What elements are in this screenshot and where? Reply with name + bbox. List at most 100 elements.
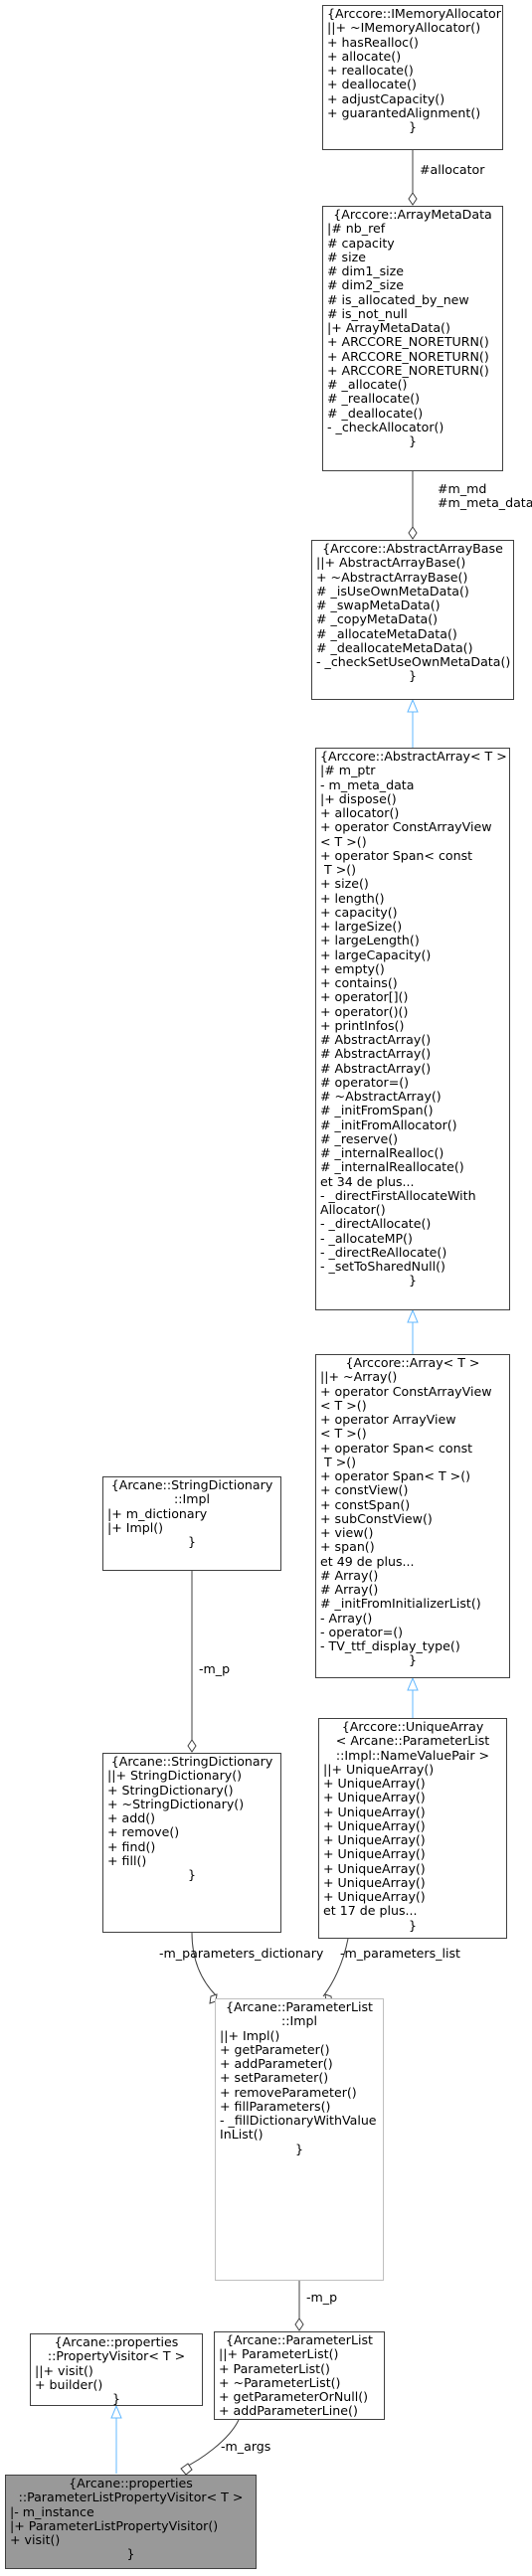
- class-closing-brace: }: [408, 1273, 417, 1288]
- edge-sd-plimpl: [191, 1932, 218, 1997]
- class-member: et 34 de plus...: [320, 1173, 415, 1189]
- class-member: + constView(): [320, 1482, 409, 1498]
- class-member: + fillParameters(): [219, 2418, 380, 2419]
- class-closing-brace: }: [187, 1867, 196, 1882]
- class-member: |+ ArrayMetaData(): [327, 320, 450, 335]
- class-title-line: {Arccore::IMemoryAllocator: [327, 6, 501, 21]
- inherit-arrow-visitor: [110, 2404, 122, 2419]
- class-member: # Array(): [320, 1567, 379, 1583]
- class-member: # _reallocate(): [327, 391, 421, 407]
- class-member: # _internalReallocate(): [320, 1159, 464, 1175]
- edge-label-m-p-pl: -m_p: [306, 2290, 338, 2305]
- class-unique-array[interactable]: {Arccore::UniqueArray< Arcane::Parameter…: [318, 1718, 507, 1939]
- class-closing-brace: }: [408, 1652, 417, 1668]
- class-member: - _allocateMP(): [320, 1230, 413, 1246]
- class-member: # is_allocated_by_new: [327, 291, 469, 307]
- class-member: - _directAllocate(): [320, 1216, 432, 1232]
- class-member: InList(): [220, 2127, 264, 2143]
- diamond-plvisitor: [180, 2463, 193, 2476]
- class-member: - Array(): [320, 1610, 373, 1626]
- class-member: - m_meta_data: [320, 776, 415, 792]
- class-closing-brace: }: [126, 2546, 135, 2562]
- class-member: + contains(): [320, 975, 398, 990]
- class-member: # _internalRealloc(): [320, 1145, 444, 1160]
- class-property-visitor[interactable]: {Arcane::properties::PropertyVisitor< T …: [30, 2333, 203, 2406]
- class-member: + visit(): [10, 2532, 61, 2547]
- class-parameter-list[interactable]: {Arcane::ParameterList||+ ParameterList(…: [214, 2331, 385, 2420]
- class-title-line: {Arccore::ArrayMetaData: [333, 207, 492, 222]
- class-closing-brace: }: [408, 1917, 417, 1933]
- class-member: # AbstractArray(): [320, 1046, 432, 1062]
- class-member: + UniqueArray(): [323, 1889, 426, 1904]
- class-member: + operator Span< T >(): [320, 1468, 471, 1483]
- class-member: + UniqueArray(): [323, 1846, 426, 1862]
- class-member: + UniqueArray(): [323, 1832, 426, 1847]
- class-title-line: ::ParameterListPropertyVisitor< T >: [18, 2490, 244, 2505]
- class-member: # _initFromAllocator(): [320, 1116, 457, 1132]
- class-member: + addParameter(): [220, 2056, 333, 2071]
- inherit-arrow-absarray: [407, 1308, 419, 1323]
- class-member: - TV_ttf_display_type(): [320, 1638, 460, 1653]
- class-title-line: {Arccore::UniqueArray: [341, 1719, 484, 1734]
- diamond-pl: [294, 2318, 304, 2331]
- class-member: + operator()(): [320, 1003, 409, 1019]
- class-member: - operator=(): [320, 1624, 404, 1639]
- class-member: + UniqueArray(): [323, 1790, 426, 1805]
- class-member: + adjustCapacity(): [327, 90, 445, 106]
- class-title-line: {Arcane::properties: [54, 2334, 179, 2349]
- class-imemory-allocator[interactable]: {Arccore::IMemoryAllocator||+ ~IMemoryAl…: [322, 5, 503, 150]
- class-member: + remove(): [107, 1824, 180, 1840]
- class-member: + operator[](): [320, 989, 409, 1005]
- class-member: + ParameterList(): [219, 2360, 330, 2376]
- class-title-line: {Arccore::AbstractArray< T >: [320, 749, 507, 764]
- class-member: - _directFirstAllocateWith: [320, 1187, 476, 1203]
- class-member: |+ ParameterListPropertyVisitor(): [10, 2517, 219, 2533]
- class-title-line: {Arcane::StringDictionary: [110, 1477, 273, 1492]
- class-member: |# m_ptr: [320, 763, 376, 778]
- class-member: ||+ UniqueArray(): [323, 1761, 435, 1777]
- class-member: ||+ StringDictionary(): [107, 1768, 243, 1784]
- edge-label-m-p-sd: -m_p: [199, 1661, 231, 1676]
- class-title-line: ::Impl: [174, 1491, 210, 1507]
- class-member: # dim2_size: [327, 277, 405, 293]
- class-member: + UniqueArray(): [323, 1776, 426, 1791]
- class-array-meta-data[interactable]: {Arccore::ArrayMetaData|# nb_ref# capaci…: [322, 206, 503, 471]
- class-string-dictionary-impl[interactable]: {Arcane::StringDictionary::Impl|+ m_dict…: [102, 1476, 281, 1571]
- class-member: + getParameterOrNull(): [219, 2389, 369, 2404]
- class-member: ||+ visit(): [35, 2362, 93, 2378]
- class-member: Allocator(): [320, 1202, 386, 1217]
- class-string-dictionary[interactable]: {Arcane::StringDictionary||+ StringDicti…: [102, 1753, 281, 1933]
- edge-label-m-args: -m_args: [221, 2439, 271, 2454]
- class-parameter-list-impl[interactable]: {Arcane::ParameterList::Impl||+ Impl()+ …: [215, 1998, 384, 2281]
- class-member: |+ Impl(): [107, 1519, 164, 1535]
- class-member: # _deallocateMetaData(): [316, 639, 473, 655]
- class-member: < T >(): [320, 1397, 367, 1413]
- class-member: - _directReAllocate(): [320, 1244, 447, 1260]
- class-member: + span(): [320, 1539, 375, 1555]
- class-member: + size(): [320, 876, 369, 892]
- class-member: et 49 de plus...: [320, 1553, 415, 1569]
- class-member: ||+ ParameterList(): [219, 2346, 339, 2362]
- class-abstract-array[interactable]: {Arccore::AbstractArray< T >|# m_ptr- m_…: [315, 748, 510, 1310]
- class-member: + UniqueArray(): [323, 1860, 426, 1876]
- class-member: + reallocate(): [327, 63, 414, 78]
- class-array[interactable]: {Arccore::Array< T >||+ ~Array()+ operat…: [315, 1354, 510, 1678]
- class-member: + operator ConstArrayView: [320, 819, 492, 835]
- edge-unique-plimpl: [322, 1938, 349, 1997]
- class-member: # _initFromSpan(): [320, 1103, 434, 1118]
- class-member: + UniqueArray(): [323, 1803, 426, 1819]
- inherit-arrow-array: [407, 1676, 419, 1691]
- class-member: + largeCapacity(): [320, 946, 432, 962]
- class-member: + fillParameters(): [220, 2098, 331, 2114]
- class-member: |# nb_ref: [327, 221, 386, 237]
- class-member: + fill(): [107, 1852, 147, 1868]
- class-member: + constSpan(): [320, 1496, 411, 1512]
- class-title-line: {Arcane::ParameterList: [226, 1999, 373, 2014]
- class-member: + printInfos(): [320, 1017, 405, 1033]
- class-parameter-list-property-visitor[interactable]: {Arcane::properties::ParameterListProper…: [5, 2475, 257, 2569]
- class-member: # _deallocate(): [327, 405, 424, 421]
- class-abstract-array-base[interactable]: {Arccore::AbstractArrayBase||+ AbstractA…: [311, 540, 514, 700]
- class-member: |- m_instance: [10, 2503, 94, 2519]
- class-member: + capacity(): [320, 904, 398, 920]
- class-title-line: {Arcane::properties: [69, 2476, 193, 2490]
